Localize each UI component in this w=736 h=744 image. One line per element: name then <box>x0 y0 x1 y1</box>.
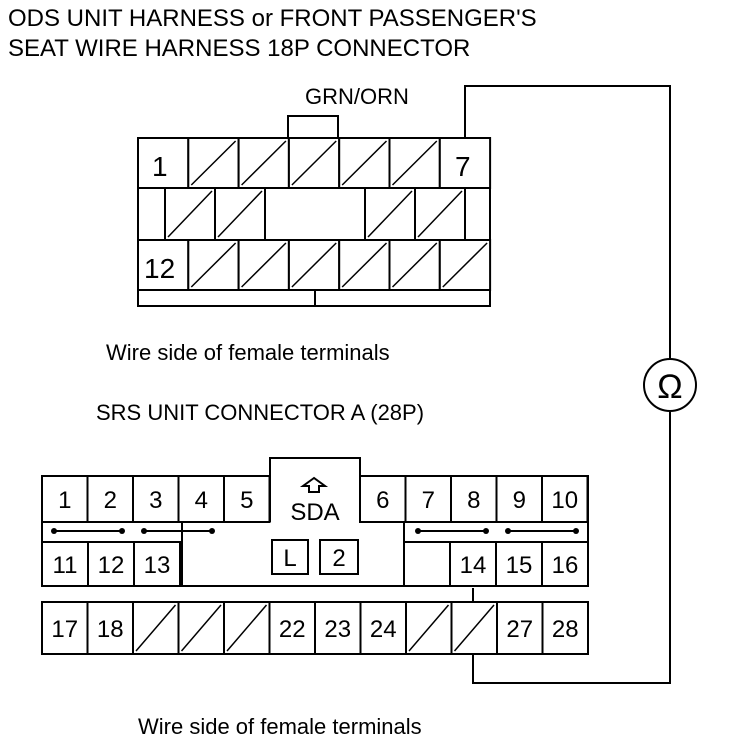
sda-arrow-icon <box>299 476 329 493</box>
sda-label: SDA <box>290 499 339 526</box>
top-terminal-r3-3 <box>237 239 290 291</box>
srs-terminal-28-label: 28 <box>552 616 579 643</box>
top-terminal-r2-3 <box>364 187 416 241</box>
top-terminal-r2-edge-left <box>137 187 166 241</box>
srs-terminal-24: 24 <box>359 601 407 655</box>
srs-terminal-11: 11 <box>41 541 89 587</box>
top-terminal-r1-3 <box>237 137 290 189</box>
top-terminal-r1-5 <box>338 137 391 189</box>
srs-terminal-blank-10 <box>450 601 498 655</box>
top-terminal-r1-2 <box>187 137 240 189</box>
srs-terminal-8-label: 8 <box>467 487 480 514</box>
srs-terminal-16-label: 16 <box>552 552 579 579</box>
srs-terminal-13-label: 13 <box>144 552 171 579</box>
shorting-bars <box>51 528 579 534</box>
srs-terminal-13: 13 <box>133 541 181 587</box>
lock-label-2: 2 <box>332 545 345 572</box>
srs-terminal-4-label: 4 <box>195 487 208 514</box>
srs-terminal-27: 27 <box>496 601 544 655</box>
srs-terminal-16: 16 <box>541 541 589 587</box>
srs-terminal-3: 3 <box>132 475 180 523</box>
srs-terminal-2: 2 <box>86 475 134 523</box>
srs-terminal-5: 5 <box>223 475 271 523</box>
bottom-connector-title: SRS UNIT CONNECTOR A (28P) <box>96 400 424 425</box>
srs-terminal-7: 7 <box>404 475 452 523</box>
top-pin-1: 1 <box>152 151 168 182</box>
srs-terminal-5-label: 5 <box>240 487 253 514</box>
ohm-symbol: Ω <box>657 368 682 406</box>
ohmmeter-circuit: Ω <box>464 85 697 684</box>
srs-terminal-17: 17 <box>41 601 89 655</box>
srs-terminal-blank-5 <box>223 601 271 655</box>
srs-terminal-blank-4 <box>177 601 225 655</box>
srs-terminal-12-label: 12 <box>98 552 125 579</box>
srs-terminal-18: 18 <box>86 601 134 655</box>
lock-label-l: L <box>283 545 296 572</box>
srs-terminal-8: 8 <box>450 475 498 523</box>
top-connector-lock-tab <box>287 115 339 139</box>
meter-lead-top <box>464 85 671 358</box>
srs-terminal-blank-3 <box>132 601 180 655</box>
bottom-connector-caption: Wire side of female terminals <box>138 714 422 739</box>
top-terminal-r1-7 <box>438 137 492 189</box>
srs-terminal-14-label: 14 <box>460 552 487 579</box>
top-connector-title-line1: ODS UNIT HARNESS or FRONT PASSENGER'S <box>8 5 537 32</box>
top-terminal-r2-edge-right <box>464 187 491 241</box>
top-terminal-r3-7 <box>438 239 492 291</box>
srs-terminal-9-label: 9 <box>513 487 526 514</box>
srs-terminal-18-label: 18 <box>97 616 124 643</box>
srs-terminal-23: 23 <box>314 601 362 655</box>
srs-terminal-6-label: 6 <box>376 487 389 514</box>
srs-terminal-28: 28 <box>541 601 589 655</box>
srs-terminal-11-label: 11 <box>53 552 78 579</box>
srs-terminal-23-label: 23 <box>324 616 351 643</box>
top-connector-caption: Wire side of female terminals <box>106 340 390 365</box>
srs-terminal-14: 14 <box>449 541 497 587</box>
top-terminal-r3-4 <box>287 239 341 291</box>
top-terminal-r2-1 <box>164 187 216 241</box>
top-pin-12: 12 <box>144 253 175 284</box>
top-terminal-r2-2 <box>214 187 266 241</box>
top-terminal-r2-4 <box>414 187 466 241</box>
top-terminal-r3-5 <box>338 239 391 291</box>
top-terminal-r3-6 <box>388 239 441 291</box>
top-terminal-r1-4 <box>287 137 341 189</box>
srs-terminal-15-label: 15 <box>506 552 533 579</box>
ohmmeter-icon <box>643 358 697 412</box>
srs-terminal-10: 10 <box>541 475 589 523</box>
srs-terminal-24-label: 24 <box>370 616 397 643</box>
srs-terminal-27-label: 27 <box>506 616 533 643</box>
srs-terminal-15: 15 <box>495 541 543 587</box>
srs-terminal-4: 4 <box>177 475 225 523</box>
srs-terminal-9: 9 <box>495 475 543 523</box>
lock-box-l <box>271 539 309 575</box>
top-connector-title-line2: SEAT WIRE HARNESS 18P CONNECTOR <box>8 35 470 62</box>
srs-terminal-10-label: 10 <box>551 487 578 514</box>
srs-terminal-2-label: 2 <box>104 487 117 514</box>
lock-box-2 <box>319 539 359 575</box>
srs-terminal-22: 22 <box>268 601 316 655</box>
srs-terminal-blank-9 <box>405 601 453 655</box>
top-terminal-r1-6 <box>388 137 441 189</box>
srs-terminal-7-label: 7 <box>422 487 435 514</box>
wire-color-label: GRN/ORN <box>305 84 409 109</box>
top-terminal-r3-2 <box>187 239 240 291</box>
srs-terminal-12: 12 <box>87 541 135 587</box>
srs-terminal-1-label: 1 <box>58 487 71 514</box>
srs-terminal-6: 6 <box>359 475 407 523</box>
top-connector-18p: 1 7 12 <box>137 115 492 307</box>
srs-terminal-1: 1 <box>41 475 89 523</box>
srs-terminal-17-label: 17 <box>51 616 78 643</box>
srs-terminal-3-label: 3 <box>149 487 162 514</box>
srs-terminal-22-label: 22 <box>279 616 306 643</box>
top-pin-7: 7 <box>455 151 471 182</box>
top-terminal-r3-1 <box>137 239 190 291</box>
